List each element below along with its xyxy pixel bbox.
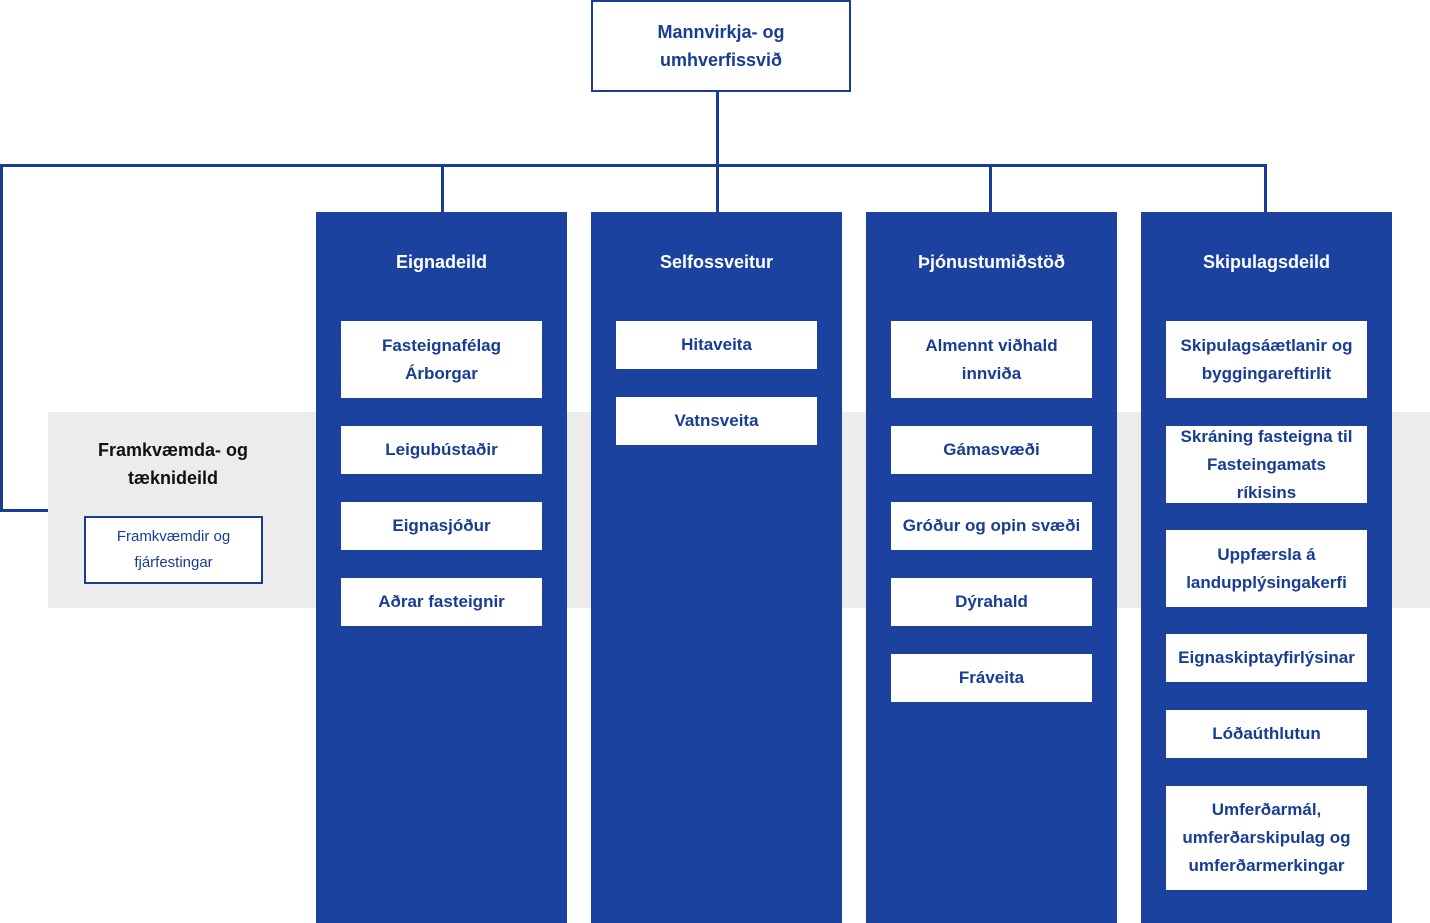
top-node-box: Mannvirkja- og umhverfissvið <box>591 0 851 92</box>
column-item: Dýrahald <box>891 578 1092 626</box>
column-selfossveitur: Selfossveitur Hitaveita Vatnsveita <box>591 212 842 923</box>
column-item: Skipulagsáætlanir og byggingareftirlit <box>1166 321 1367 398</box>
top-node-label: Mannvirkja- og umhverfissvið <box>657 22 785 70</box>
side-department-box-label: Framkvæmdir og fjárfestingar <box>116 528 231 571</box>
connector-left-vertical <box>0 164 3 512</box>
column-item: Fráveita <box>891 654 1092 702</box>
column-title: Selfossveitur <box>659 252 774 272</box>
column-item: Eignasjóður <box>341 502 542 550</box>
column-item: Gróður og opin svæði <box>891 502 1092 550</box>
connector-horizontal <box>0 164 1267 167</box>
side-department-box: Framkvæmdir og fjárfestingar <box>84 516 263 584</box>
column-eignadeild: Eignadeild Fasteignafélag Árborgar Leigu… <box>316 212 567 923</box>
connector-left-bottom <box>0 509 48 512</box>
connector-col-4 <box>1264 164 1267 212</box>
column-item: Skráning fasteigna til Fasteingamats rík… <box>1166 426 1367 503</box>
column-item: Umferðarmál, umferðarskipulag og umferða… <box>1166 786 1367 890</box>
column-item: Leigubústaðir <box>341 426 542 474</box>
column-item: Eignaskiptayfirlýsinar <box>1166 634 1367 682</box>
column-item: Uppfærsla á landupplýsingakerfi <box>1166 530 1367 607</box>
column-item: Gámasvæði <box>891 426 1092 474</box>
column-item: Hitaveita <box>616 321 817 369</box>
column-skipulagsdeild: Skipulagsdeild Skipulagsáætlanir og bygg… <box>1141 212 1392 923</box>
column-item: Lóðaúthlutun <box>1166 710 1367 758</box>
connector-col-2 <box>716 164 719 212</box>
column-item: Fasteignafélag Árborgar <box>341 321 542 398</box>
column-thjonustumidstod: Þjónustumiðstöð Almennt viðhald innviða … <box>866 212 1117 923</box>
column-title: Eignadeild <box>395 252 487 272</box>
connector-col-3 <box>989 164 992 212</box>
connector-col-1 <box>441 164 444 212</box>
column-title: Þjónustumiðstöð <box>918 252 1065 272</box>
column-item: Aðrar fasteignir <box>341 578 542 626</box>
connector-top-vertical <box>716 92 719 166</box>
column-item: Vatnsveita <box>616 397 817 445</box>
side-department-title: Framkvæmda- og tæknideild <box>97 440 249 488</box>
column-item: Almennt viðhald innviða <box>891 321 1092 398</box>
column-title: Skipulagsdeild <box>1202 252 1331 272</box>
